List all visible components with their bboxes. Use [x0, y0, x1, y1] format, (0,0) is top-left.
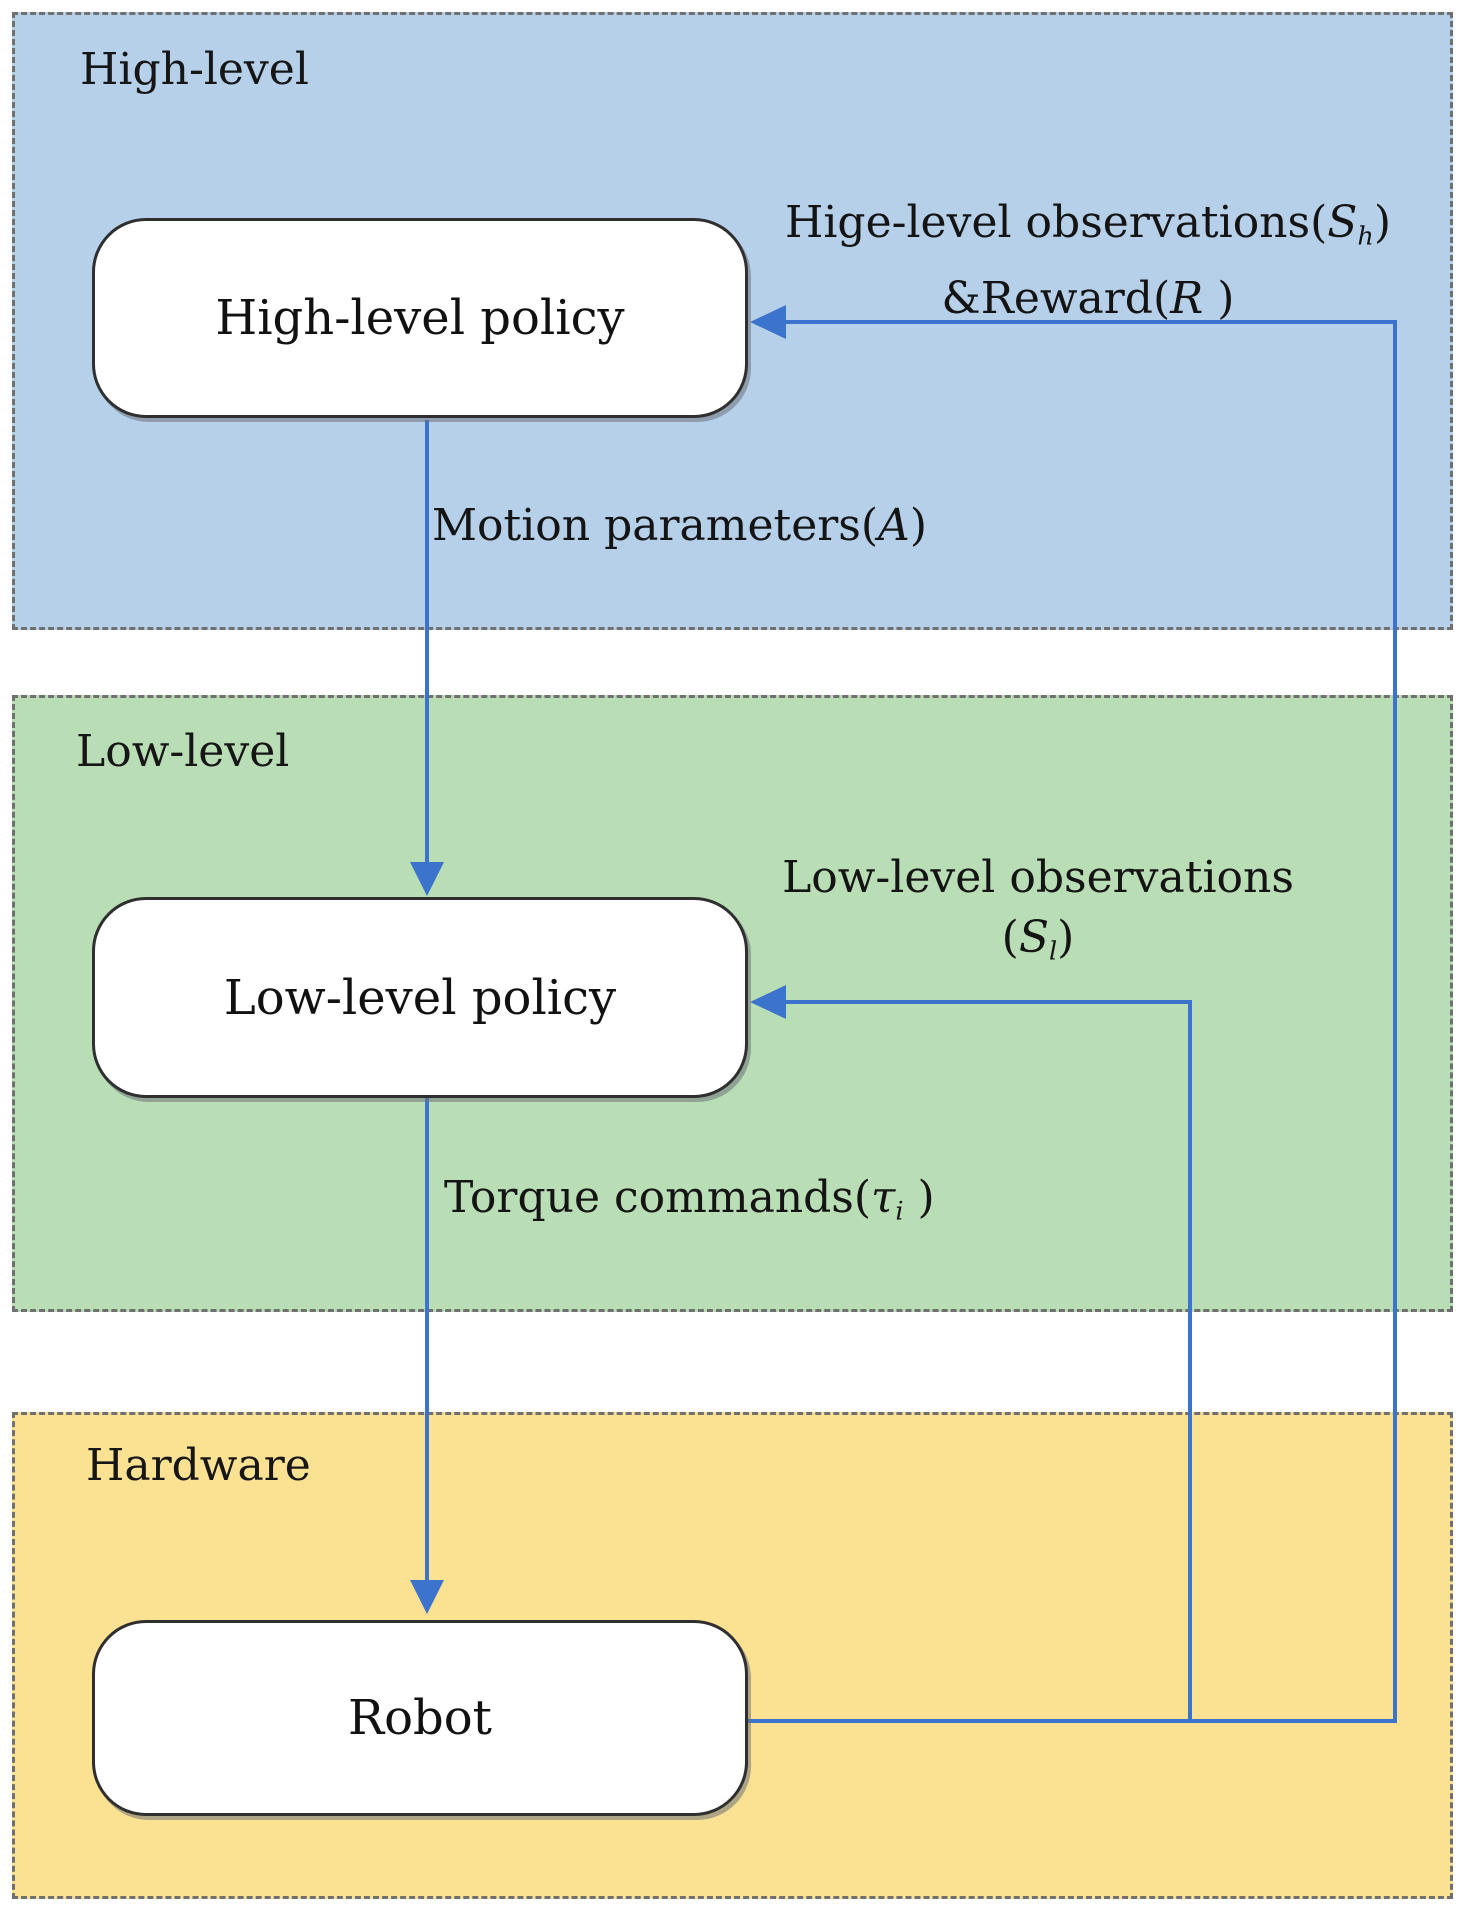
region-label-high-level: High-level	[80, 44, 309, 95]
motion-arrowhead-icon	[410, 862, 444, 896]
label-torque-commands-var: τ	[871, 1172, 896, 1223]
label-motion-parameters-var: A	[878, 500, 910, 551]
label-low-level-observations: Low-level observations (Sl)	[758, 848, 1318, 982]
motion-arrow-line	[425, 420, 429, 864]
torque-arrow-line	[425, 1098, 429, 1580]
node-robot-label: Robot	[348, 1690, 492, 1746]
low-obs-horizontal-line	[786, 1000, 1192, 1004]
label-motion-parameters: Motion parameters(A)	[432, 496, 927, 556]
low-obs-arrowhead-icon	[750, 985, 786, 1019]
low-obs-vertical-line	[1188, 1000, 1192, 1723]
label-low-obs-close: )	[1057, 912, 1075, 963]
label-motion-parameters-text: Motion parameters(	[432, 500, 879, 551]
label-high-level-observations: Hige-level observations(Sh) &Reward(R )	[758, 192, 1418, 330]
label-low-obs-var: S	[1018, 912, 1049, 963]
high-obs-horizontal-line	[786, 320, 1397, 324]
node-low-level-policy: Low-level policy	[92, 897, 748, 1098]
node-low-level-policy-label: Low-level policy	[223, 969, 617, 1026]
torque-arrowhead-icon	[410, 1580, 444, 1614]
label-torque-commands-sub: i	[895, 1196, 904, 1227]
node-high-level-policy: High-level policy	[92, 218, 748, 418]
label-torque-commands-close: )	[903, 1172, 935, 1223]
label-high-obs-close: )	[1373, 197, 1392, 248]
label-low-obs-line1: Low-level observations	[782, 852, 1294, 903]
region-label-hardware: Hardware	[86, 1440, 311, 1491]
node-robot: Robot	[92, 1620, 748, 1816]
label-high-obs-sub: h	[1357, 221, 1374, 252]
label-reward-close: )	[1203, 272, 1235, 324]
node-high-level-policy-label: High-level policy	[215, 290, 625, 346]
label-reward-var: R	[1170, 272, 1204, 324]
region-label-low-level: Low-level	[76, 726, 290, 777]
label-high-obs-var: S	[1327, 197, 1358, 248]
high-obs-vertical-line	[1393, 320, 1397, 1723]
label-low-obs-sub: l	[1048, 936, 1058, 967]
label-torque-commands: Torque commands(τi )	[444, 1168, 935, 1242]
label-torque-commands-text: Torque commands(	[444, 1172, 872, 1223]
label-reward-text: &Reward(	[941, 272, 1171, 324]
label-high-obs-line1: Hige-level observations(	[784, 197, 1328, 248]
robot-feedback-bottom-line	[748, 1719, 1397, 1723]
high-obs-arrowhead-icon	[750, 305, 786, 339]
label-low-obs-open: (	[1001, 912, 1019, 963]
label-motion-parameters-close: )	[909, 500, 927, 551]
